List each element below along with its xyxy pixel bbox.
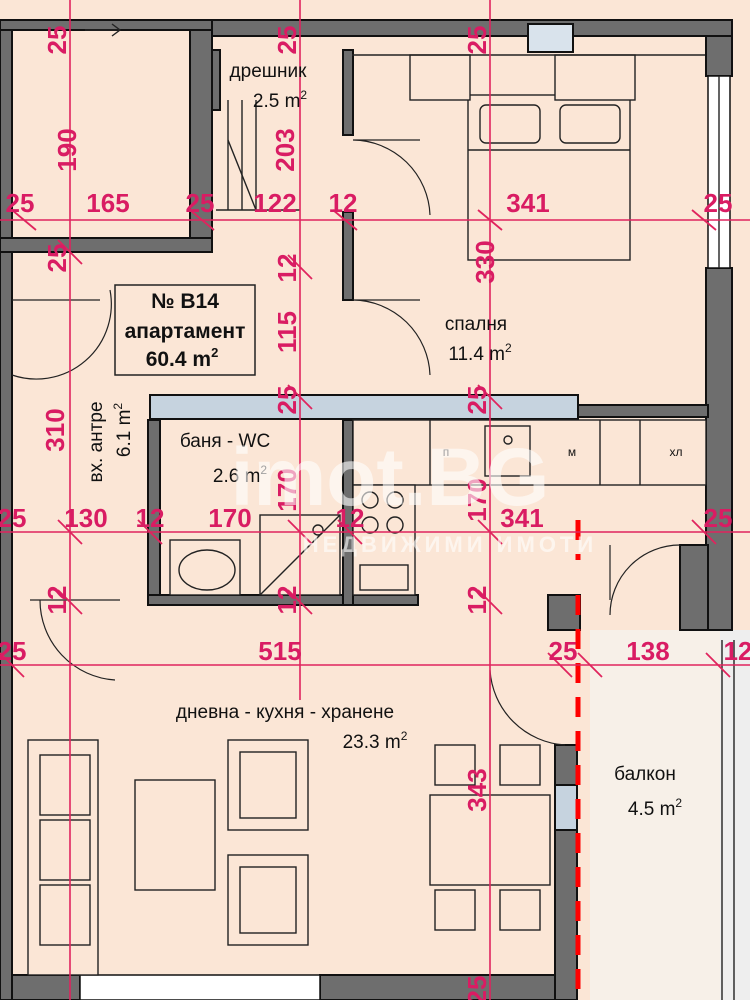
balcony-railing bbox=[720, 630, 750, 1000]
dim-12: 12 bbox=[462, 586, 492, 615]
dim-170-v1: 170 bbox=[272, 468, 302, 511]
sofa bbox=[27, 739, 99, 976]
wall bbox=[342, 211, 354, 301]
dim-25: 25 bbox=[42, 26, 72, 55]
entry-arrow-icon bbox=[85, 23, 122, 37]
entry-area: 6.1 m2 bbox=[111, 403, 135, 458]
dim-25: 25 bbox=[704, 188, 733, 218]
dim-203: 203 bbox=[270, 128, 300, 171]
dim-165: 165 bbox=[86, 188, 129, 218]
unit-number: № В14 bbox=[151, 290, 219, 313]
window bbox=[79, 974, 321, 1000]
wall bbox=[319, 974, 556, 1000]
closet-area: 2.5 m2 bbox=[253, 88, 308, 112]
dim-12: 12 bbox=[329, 188, 358, 218]
wall bbox=[679, 544, 709, 631]
balcony-label: балкон bbox=[614, 764, 676, 785]
living-area: 23.3 m2 bbox=[343, 729, 408, 753]
dim-343: 343 bbox=[462, 768, 492, 811]
armchairs bbox=[227, 739, 309, 946]
wall bbox=[577, 404, 709, 418]
coffee-table bbox=[134, 779, 216, 891]
dim-25: 25 bbox=[42, 244, 72, 273]
dim-25: 25 bbox=[462, 386, 492, 415]
dim-170-v2: 170 bbox=[462, 478, 492, 521]
wall bbox=[705, 35, 733, 77]
unit-info-box bbox=[114, 284, 256, 376]
dim-25: 25 bbox=[272, 386, 302, 415]
dim-25: 25 bbox=[462, 26, 492, 55]
dim-310: 310 bbox=[40, 408, 70, 451]
dim-330: 330 bbox=[470, 240, 500, 283]
dim-122: 122 bbox=[253, 188, 296, 218]
dim-12: 12 bbox=[136, 503, 165, 533]
dim-25: 25 bbox=[462, 976, 492, 1000]
kitchen-counter bbox=[352, 419, 707, 596]
bathroom-area: 2.6 m2 bbox=[213, 463, 268, 487]
dim-341-top: 341 bbox=[506, 188, 549, 218]
dim-341-mid: 341 bbox=[500, 503, 543, 533]
dim-12: 12 bbox=[42, 586, 72, 615]
dim-12: 12 bbox=[336, 503, 365, 533]
kitchen-label-hl: хл bbox=[669, 445, 682, 459]
bed bbox=[352, 54, 705, 261]
wall bbox=[0, 19, 213, 31]
wall bbox=[705, 267, 733, 631]
kitchen-label-p: п bbox=[443, 445, 450, 459]
bathroom-label: баня - WC bbox=[180, 431, 270, 452]
dim-138: 138 bbox=[626, 636, 669, 666]
dim-115: 115 bbox=[272, 311, 302, 353]
column bbox=[527, 23, 574, 53]
watermark-logo: imot.BG bbox=[231, 432, 550, 523]
dim-515: 515 bbox=[258, 636, 301, 666]
dim-130: 130 bbox=[64, 503, 107, 533]
wall bbox=[0, 251, 13, 1000]
beam bbox=[149, 394, 579, 420]
balcony-floor bbox=[590, 630, 720, 1000]
wall bbox=[547, 594, 581, 631]
unit-area: 60.4 m2 bbox=[146, 345, 219, 371]
watermark-tagline: НЕДВИЖИМИ ИМОТИ bbox=[303, 532, 597, 557]
dim-170-h: 170 bbox=[208, 503, 251, 533]
dim-25: 25 bbox=[0, 636, 26, 666]
dim-12: 12 bbox=[724, 636, 750, 666]
entry-label: вх. антре bbox=[86, 401, 107, 482]
dim-25: 25 bbox=[549, 636, 578, 666]
wall bbox=[0, 237, 213, 253]
dim-25: 25 bbox=[6, 188, 35, 218]
bedroom-area: 11.4 m2 bbox=[448, 341, 512, 365]
wall bbox=[554, 744, 578, 1000]
dim-25: 25 bbox=[272, 26, 302, 55]
dim-12: 12 bbox=[272, 586, 302, 615]
dim-190: 190 bbox=[52, 128, 82, 171]
wall bbox=[211, 49, 221, 111]
dim-25: 25 bbox=[704, 503, 733, 533]
dim-25: 25 bbox=[186, 188, 215, 218]
column bbox=[554, 784, 578, 831]
dim-12: 12 bbox=[272, 254, 302, 283]
dim-25: 25 bbox=[0, 503, 26, 533]
balcony-area: 4.5 m2 bbox=[628, 796, 683, 820]
wall bbox=[342, 49, 354, 136]
living-label: дневна - кухня - хранене bbox=[176, 702, 394, 723]
wall bbox=[211, 19, 733, 37]
closet-shelves bbox=[216, 100, 300, 211]
bedroom-label: спалня bbox=[445, 314, 507, 335]
unit-type: апартамент bbox=[125, 320, 246, 343]
kitchen-label-m: м bbox=[568, 445, 576, 459]
closet-label: дрешник bbox=[230, 61, 308, 82]
